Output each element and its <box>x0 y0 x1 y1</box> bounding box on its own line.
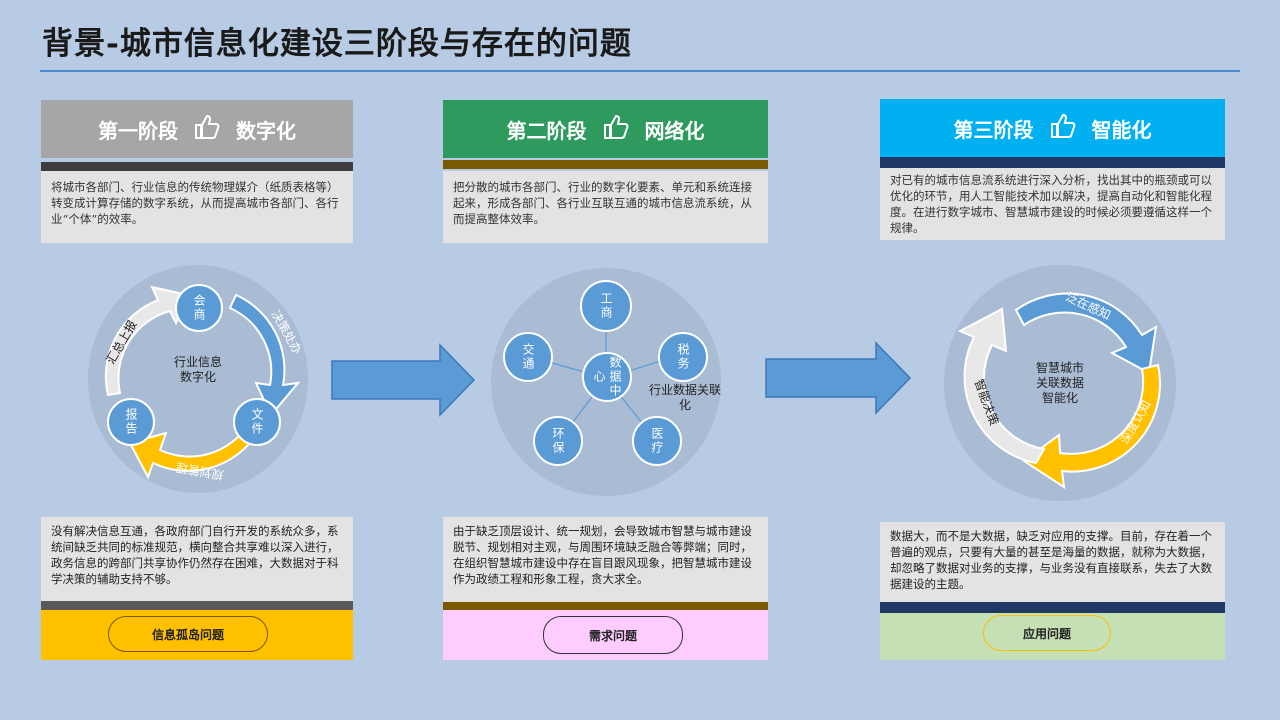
stage-1-problem-stripe <box>41 601 353 610</box>
stage-3-problem-bar <box>880 613 1225 660</box>
stage-3-name: 第三阶段 <box>953 117 1034 142</box>
node-gongshang: 工商 <box>580 280 632 332</box>
page-title: 背景-城市信息化建设三阶段与存在的问题 <box>42 26 632 62</box>
thumbs-up-icon <box>192 112 222 147</box>
stage-2-description: 把分散的城市各部门、行业的数字化要素、单元和系统连接起来，形成各部门、各行业互联… <box>443 171 768 243</box>
node-shuiwu: 税务 <box>658 332 708 382</box>
stage-3-center-label: 智慧城市 关联数据 智能化 <box>1035 361 1084 405</box>
stage-3-header: 第三阶段 智能化 <box>880 99 1225 157</box>
thumbs-up-icon <box>1048 111 1078 146</box>
stage-2-stripe <box>443 160 768 169</box>
stage-3-description: 对已有的城市信息流系统进行深入分析，找出其中的瓶颈或可以优化的环节，用人工智能技… <box>880 168 1225 240</box>
node-wenjian: 文件 <box>233 398 281 446</box>
stage-1-problem-text: 没有解决信息互通，各政府部门自行开发的系统众多，系统间缺乏共同的标准规范，横向整… <box>41 517 353 601</box>
stage-2-type: 网络化 <box>644 118 705 143</box>
node-yiliao: 医疗 <box>632 416 682 466</box>
stage-3-stripe <box>880 157 1225 168</box>
node-jiaotong: 交通 <box>503 332 553 382</box>
stage-1-header: 第一阶段 数字化 <box>41 100 353 158</box>
stage-1-center-label: 行业信息 数字化 <box>173 355 222 384</box>
node-data-center: 数据中心 <box>582 352 632 402</box>
stage-3-diagram: 智慧城市 关联数据 智能化 泛在感知 深度认知 智能决策 <box>944 265 1176 501</box>
thumbs-up-icon <box>601 112 631 147</box>
stage-2-problem-text: 由于缺乏顶层设计、统一规划，会导致城市智慧与城市建设脱节、规划相对主观，与周围环… <box>443 517 768 602</box>
arrow-right-icon <box>331 343 476 417</box>
title-divider <box>40 70 1240 72</box>
stage-1-type: 数字化 <box>236 118 296 143</box>
stage-2-problem-bar <box>443 610 768 660</box>
stage-1-stripe <box>41 162 353 171</box>
stage-2-name: 第二阶段 <box>506 118 587 143</box>
stage-3-type: 智能化 <box>1091 117 1152 142</box>
stage-1-description: 将城市各部门、行业信息的传统物理媒介（纸质表格等）转变成计算存储的数字系统，从而… <box>41 171 353 243</box>
problem-info-island-button[interactable]: 信息孤岛问题 <box>108 616 268 652</box>
stage-1-name: 第一阶段 <box>98 118 178 143</box>
stage-3-problem-text: 数据大，而不是大数据，缺乏对应用的支撑。目前，存在着一个普遍的观点，只要有大量的… <box>880 522 1225 602</box>
node-baogao: 报告 <box>107 398 155 446</box>
problem-application-button[interactable]: 应用问题 <box>983 615 1111 651</box>
node-huishang: 会商 <box>175 284 223 332</box>
stage-2-problem-stripe <box>443 602 768 610</box>
arrow-right-icon <box>765 341 912 415</box>
problem-demand-button[interactable]: 需求问题 <box>543 616 683 654</box>
stage-3-problem-stripe <box>880 602 1225 613</box>
stage-2-header: 第二阶段 网络化 <box>443 100 768 158</box>
stage-2-hub-label: 行业数据关联化 <box>648 383 721 412</box>
node-huanbao: 环保 <box>533 416 583 466</box>
cycle-arcs <box>957 292 1161 490</box>
